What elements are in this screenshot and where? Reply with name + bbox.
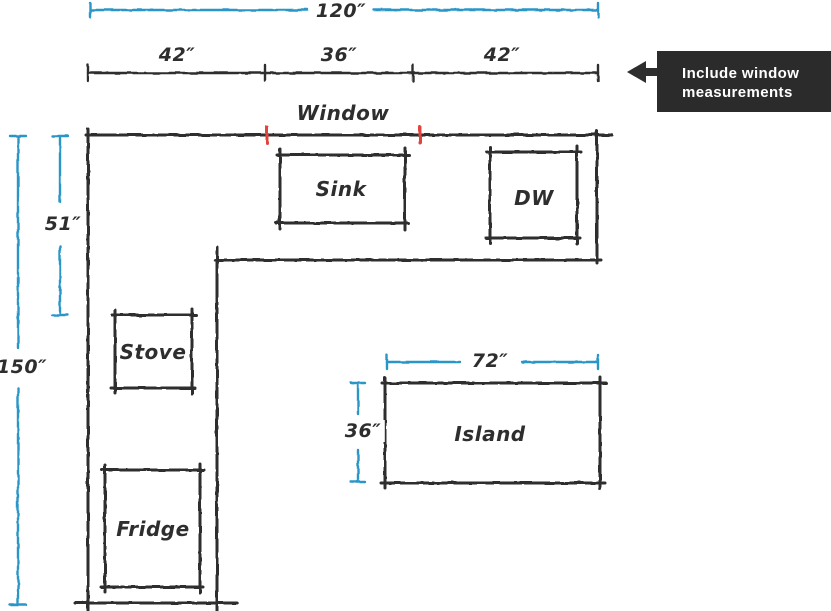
segment-right-label: 42″	[483, 44, 521, 66]
island-label: Island	[454, 422, 526, 446]
dishwasher-box	[484, 144, 583, 246]
fridge-label: Fridge	[116, 517, 190, 541]
fridge-box	[99, 462, 206, 595]
stove-label: Stove	[119, 340, 187, 364]
wall-segments-dimension-line	[86, 63, 600, 83]
segment-left-label: 42″	[158, 44, 196, 66]
island-depth-dimension-line	[349, 381, 367, 484]
island-width-label: 72″	[467, 350, 513, 372]
island-depth-label: 36″	[340, 420, 386, 442]
callout-note: Include window measurements	[657, 51, 831, 112]
counter-outline	[73, 127, 614, 611]
total-width-dimension-line	[88, 1, 600, 19]
left-upper-dimension-label: 51″	[40, 213, 86, 235]
total-width-label: 120″	[311, 0, 371, 22]
sink-box	[274, 146, 411, 232]
left-total-dimension-label: 150″	[0, 356, 52, 378]
sink-label: Sink	[315, 177, 367, 201]
dishwasher-label: DW	[514, 186, 554, 210]
callout-arrow-icon	[627, 61, 659, 83]
window-marker-ticks	[265, 125, 422, 145]
left-total-dimension-line	[8, 134, 28, 607]
window-label: Window	[296, 101, 390, 125]
segment-window-label: 36″	[320, 44, 358, 66]
left-upper-dimension-line	[50, 134, 70, 317]
island-width-dimension-line	[385, 353, 600, 371]
stove-box	[109, 307, 198, 396]
callout-line-2: measurements	[682, 84, 793, 101]
callout-line-1: Include window	[682, 65, 800, 82]
